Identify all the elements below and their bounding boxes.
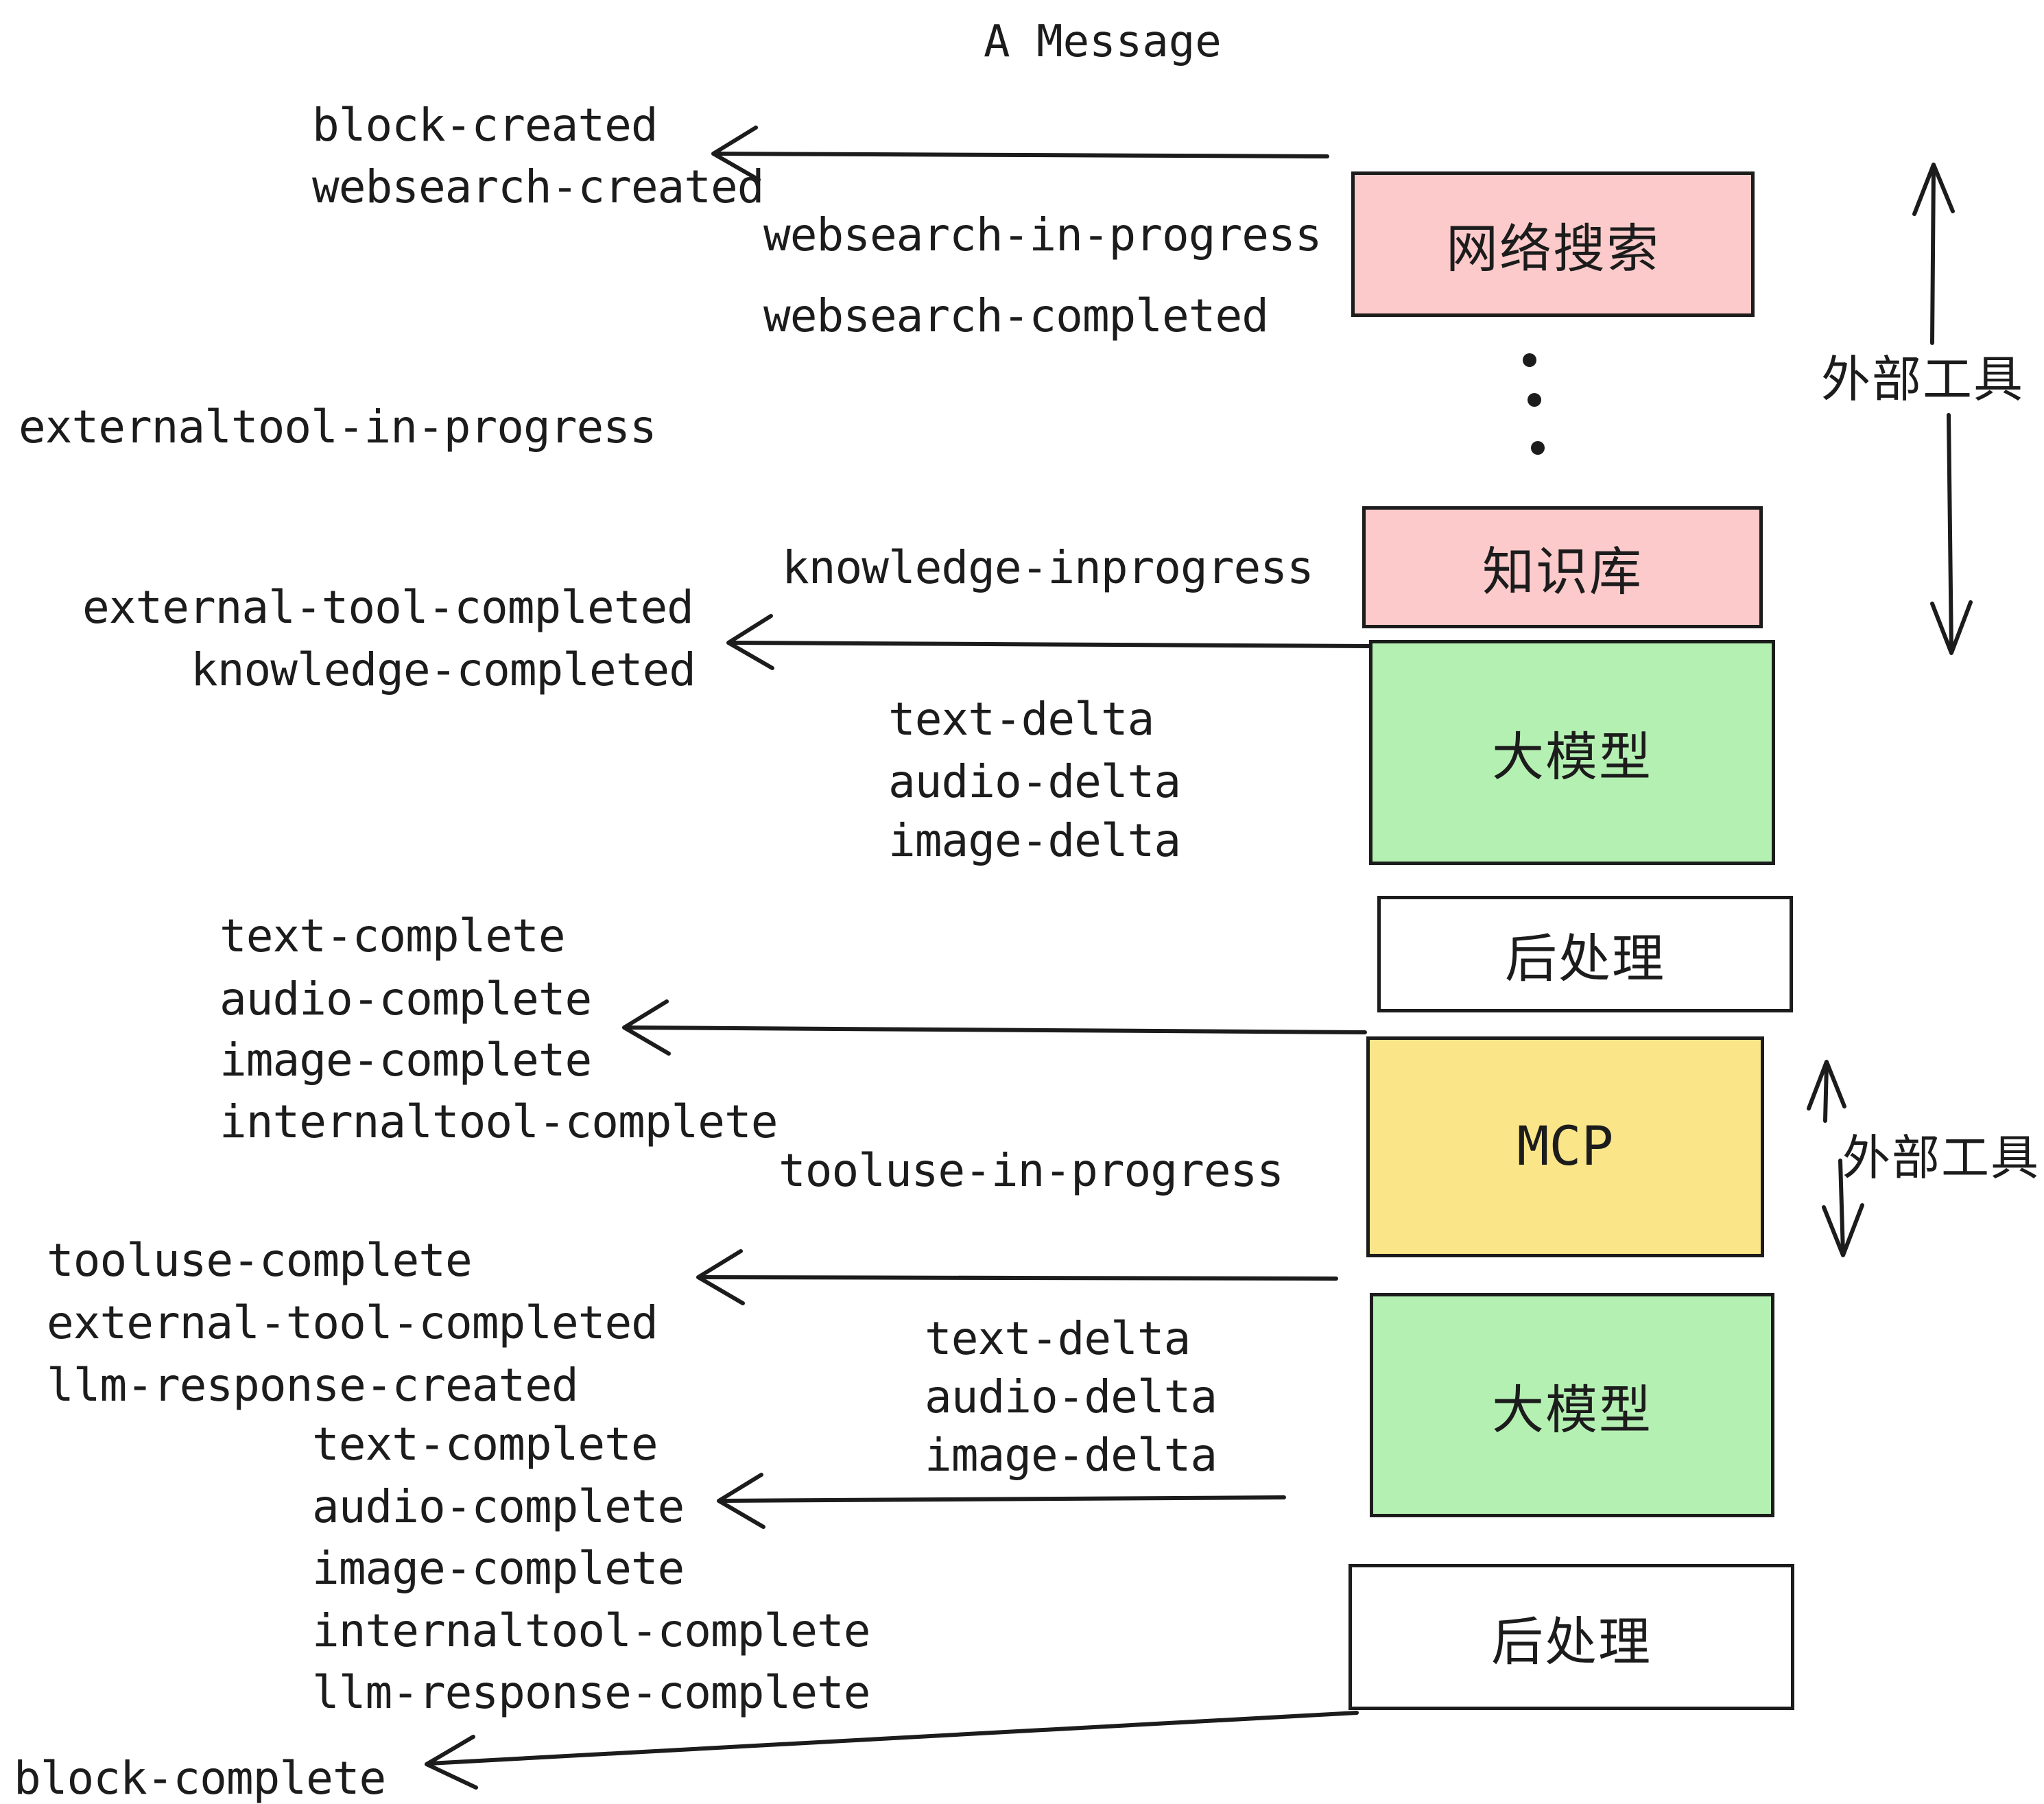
llm-box-2: 大模型 bbox=[1370, 1293, 1774, 1517]
event-label-websearch-created: websearch-created bbox=[312, 161, 765, 213]
event-label-llm-response-created: llm-response-created bbox=[47, 1359, 579, 1412]
arrow-websearch-to-block-created bbox=[711, 126, 1329, 182]
arrow-mcp-to-external-tool-completed bbox=[696, 1249, 1338, 1305]
event-label-external-tool-completed: external-tool-completed bbox=[82, 581, 694, 634]
event-label-text-delta: text-delta bbox=[888, 693, 1154, 746]
websearch-box: 网络搜索 bbox=[1351, 171, 1755, 317]
event-label-external-tool-completed-2: external-tool-completed bbox=[47, 1296, 658, 1349]
event-label-audio-delta: audio-delta bbox=[888, 755, 1181, 808]
vertical-ellipsis-dots bbox=[1523, 353, 1545, 455]
event-label-llm-response-complete: llm-response-complete bbox=[312, 1666, 870, 1719]
mcp-box: MCP bbox=[1366, 1036, 1764, 1257]
event-label-internaltool-complete-2: internaltool-complete bbox=[312, 1604, 870, 1657]
arrow-post2-to-block-complete bbox=[425, 1711, 1359, 1790]
llm-box-1: 大模型 bbox=[1369, 640, 1775, 865]
external-tools-span-top-arrows bbox=[1912, 163, 1973, 655]
event-label-image-complete: image-complete bbox=[219, 1034, 592, 1087]
event-label-text-complete: text-complete bbox=[219, 910, 566, 962]
arrow-llm2-to-audio-complete bbox=[717, 1473, 1286, 1529]
event-label-image-delta: image-delta bbox=[888, 814, 1181, 867]
event-label-block-complete: block-complete bbox=[14, 1752, 386, 1804]
event-label-audio-complete-2: audio-complete bbox=[312, 1480, 685, 1533]
event-label-knowledge-inprogress: knowledge-inprogress bbox=[782, 541, 1314, 594]
event-label-block-created: block-created bbox=[312, 99, 658, 152]
event-label-text-delta-2: text-delta bbox=[925, 1312, 1191, 1365]
knowledge-base-box: 知识库 bbox=[1362, 506, 1763, 628]
post-processing-box-1: 后处理 bbox=[1377, 896, 1793, 1012]
arrow-llm1-to-image-complete bbox=[622, 999, 1367, 1056]
arrow-knowledge-to-knowledge-completed bbox=[726, 614, 1371, 670]
post-processing-box-2: 后处理 bbox=[1348, 1564, 1794, 1710]
external-tools-label-top: 外部工具 bbox=[1821, 351, 2025, 408]
event-label-knowledge-completed: knowledge-completed bbox=[191, 643, 696, 696]
event-label-websearch-completed: websearch-completed bbox=[763, 289, 1269, 342]
event-label-websearch-in-progress: websearch-in-progress bbox=[763, 209, 1322, 261]
event-label-audio-complete: audio-complete bbox=[219, 973, 592, 1025]
event-label-audio-delta-2: audio-delta bbox=[925, 1370, 1217, 1423]
diagram-title: A Message bbox=[984, 16, 1222, 67]
event-label-image-delta-2: image-delta bbox=[925, 1429, 1217, 1482]
event-label-image-complete-2: image-complete bbox=[312, 1542, 685, 1595]
event-label-tooluse-in-progress: tooluse-in-progress bbox=[779, 1144, 1284, 1197]
event-label-text-complete-2: text-complete bbox=[312, 1418, 658, 1471]
event-label-tooluse-complete: tooluse-complete bbox=[47, 1234, 473, 1287]
event-label-externaltool-in-progress: externaltool-in-progress bbox=[19, 401, 657, 453]
external-tools-label-mcp: 外部工具 bbox=[1842, 1130, 2040, 1186]
event-label-internaltool-complete: internaltool-complete bbox=[219, 1095, 778, 1148]
external-tools-span-mcp-arrows bbox=[1807, 1060, 1864, 1257]
